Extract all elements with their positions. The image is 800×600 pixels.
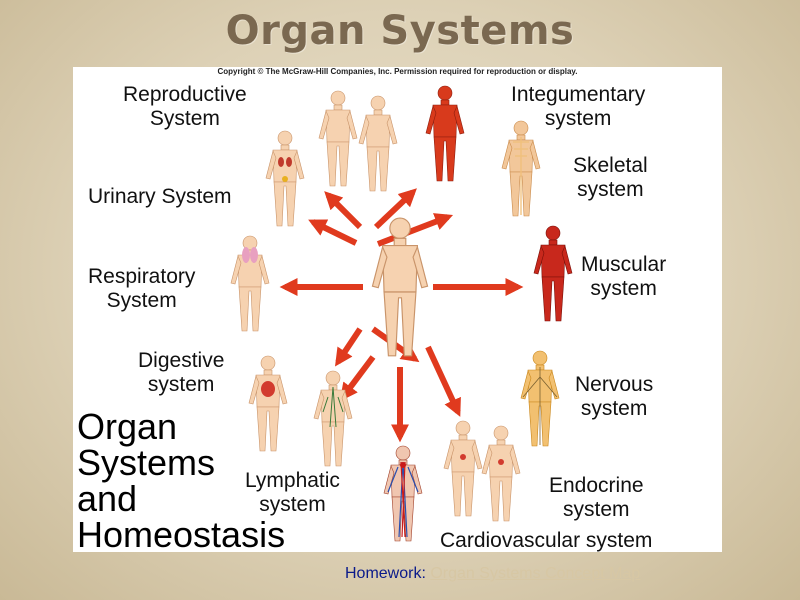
label-cardiovascular-system: Cardiovascular system — [440, 529, 653, 552]
muscular-figure — [533, 225, 573, 322]
endocrine-figure-male — [443, 420, 483, 517]
arrow-reproductive — [324, 191, 363, 230]
figure-caption: Organ Systems and Homeostasis — [77, 406, 286, 553]
label-skeletal-system: Skeletal system — [573, 154, 648, 201]
arrow-skeletal — [376, 213, 454, 247]
organ-systems-figure: Copyright © The McGraw-Hill Companies, I… — [73, 67, 722, 552]
reproductive-figure-female — [358, 95, 398, 192]
respiratory-figure — [230, 235, 270, 332]
arrow-digestive — [335, 327, 363, 367]
arrow-lymphatic — [339, 355, 376, 402]
homework-line: Homework: Organ Systems Concept Map — [345, 565, 640, 583]
label-lymphatic-system: Lymphatic system — [245, 469, 340, 516]
label-urinary-system: Urinary System — [88, 185, 232, 208]
slide-title: Organ Systems — [225, 8, 575, 54]
label-endocrine-system: Endocrine system — [549, 474, 644, 521]
label-integumentary-system: Integumentary system — [511, 83, 646, 130]
reproductive-figure-male — [318, 90, 358, 187]
arrows — [279, 188, 524, 443]
copyright-notice: Copyright © The McGraw-Hill Companies, I… — [217, 67, 578, 76]
arrow-integumentary — [373, 188, 417, 230]
homework-link[interactable]: Organ Systems Concept Map — [430, 565, 641, 582]
label-nervous-system: Nervous system — [575, 373, 654, 420]
arrow-urinary — [308, 219, 358, 246]
figure-illustration — [230, 85, 573, 542]
arrow-endocrine — [425, 345, 461, 417]
label-respiratory-system: Respiratory System — [88, 265, 196, 312]
label-reproductive-system: Reproductive System — [123, 83, 247, 130]
integumentary-figure — [425, 85, 465, 182]
label-digestive-system: Digestive system — [138, 349, 225, 396]
lymphatic-figure — [313, 370, 353, 467]
label-muscular-system: Muscular system — [581, 253, 667, 300]
endocrine-figure-female — [481, 425, 521, 522]
homework-label: Homework: — [345, 565, 426, 582]
organ-details — [242, 137, 558, 538]
